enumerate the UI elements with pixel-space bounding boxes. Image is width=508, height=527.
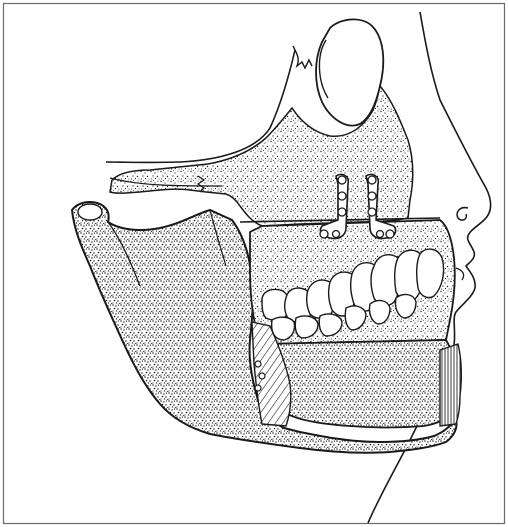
frontal-suture — [293, 46, 312, 68]
mandibular-body — [262, 340, 456, 428]
nostril-outline — [457, 208, 468, 220]
screw — [368, 192, 376, 200]
screw — [320, 230, 328, 238]
screw — [333, 231, 340, 238]
lip-outline — [456, 268, 464, 280]
screw — [338, 208, 346, 216]
screw — [368, 176, 376, 184]
screw — [259, 373, 265, 379]
screw — [338, 176, 346, 184]
screw — [368, 208, 376, 216]
lower-tooth — [272, 317, 295, 340]
screw — [255, 361, 261, 367]
screw — [377, 231, 384, 238]
screw — [255, 385, 261, 391]
screw — [386, 230, 394, 238]
screw — [338, 192, 346, 200]
condyle — [78, 204, 102, 220]
chin-implant — [440, 344, 461, 426]
